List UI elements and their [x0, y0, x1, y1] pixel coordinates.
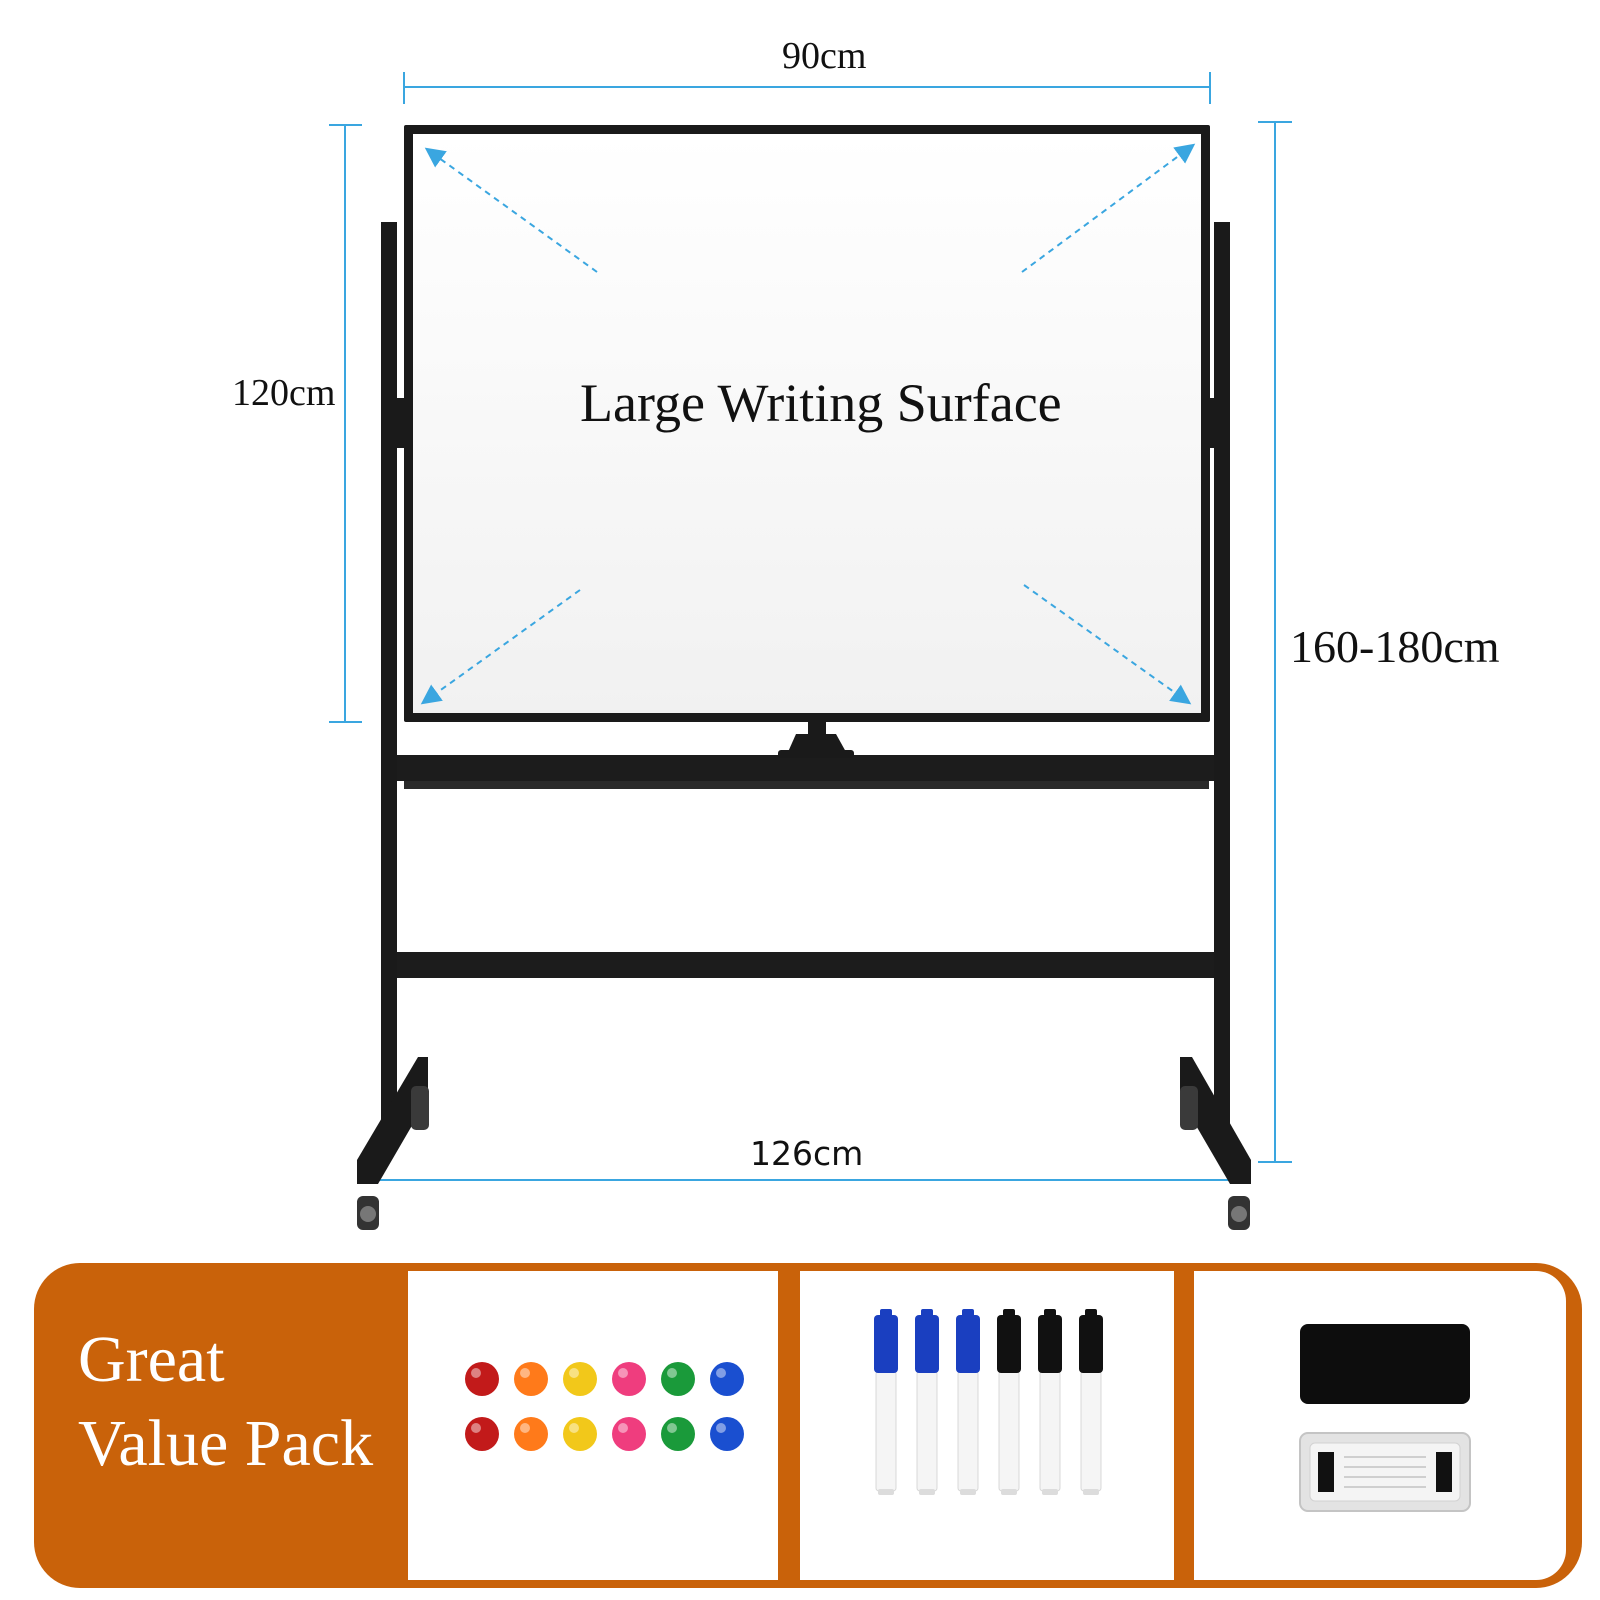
base-width-label: 126cm: [750, 1134, 864, 1173]
magnets-illustration: [465, 1362, 744, 1451]
marker-tray-bar: [397, 755, 1214, 781]
magnet-icon: [465, 1417, 499, 1451]
stand-height-label: 160-180cm: [1290, 621, 1500, 672]
magnet-icon: [710, 1417, 744, 1451]
magnet-icon: [612, 1417, 646, 1451]
value-pack-title-line2: Value Pack: [78, 1407, 374, 1480]
value-pack-title-line1: Great: [78, 1323, 225, 1396]
board-caption: Large Writing Surface: [580, 373, 1062, 433]
board-height-dimension-line: [329, 124, 362, 723]
felt-eraser-icon: [1300, 1324, 1470, 1404]
whiteboard-scene: [329, 72, 1292, 1230]
surface-arrows: [420, 143, 1196, 705]
magnet-icon: [612, 1362, 646, 1396]
magnet-icon: [661, 1362, 695, 1396]
marker-icon: [874, 1309, 898, 1495]
left-upright: [381, 222, 404, 1132]
marker-icon: [1079, 1309, 1103, 1495]
stand-height-dimension-line: [1258, 121, 1292, 1163]
width-label: 90cm: [782, 35, 867, 77]
left-foot: [357, 1057, 429, 1230]
magnet-icon: [465, 1362, 499, 1396]
erasers-illustration: [1299, 1324, 1471, 1512]
arrow-top-left: [424, 147, 598, 273]
magnet-icon: [563, 1362, 597, 1396]
magnet-icon: [563, 1417, 597, 1451]
marker-icon: [1038, 1309, 1062, 1495]
marker-icon: [915, 1309, 939, 1495]
lower-cross-bar: [397, 952, 1214, 978]
marker-icon: [997, 1309, 1021, 1495]
erasers-box: [1194, 1271, 1566, 1580]
right-upright: [1208, 222, 1230, 1132]
value-pack-title: Great Value Pack: [78, 1318, 398, 1486]
arrow-top-right: [1021, 143, 1196, 273]
marker-tray-lip: [404, 781, 1209, 789]
magnet-icon: [514, 1362, 548, 1396]
width-dimension-line: [403, 72, 1211, 104]
magnet-icon: [661, 1417, 695, 1451]
arrow-bottom-right: [1023, 584, 1192, 705]
magnet-icon: [710, 1362, 744, 1396]
marker-icon: [956, 1309, 980, 1495]
markers-illustration: [874, 1309, 1103, 1495]
board-height-label: 120cm: [232, 372, 336, 414]
right-foot: [1180, 1057, 1251, 1230]
magnetic-eraser-icon: [1299, 1432, 1471, 1512]
markers-box: [800, 1271, 1174, 1580]
pivot-knob: [778, 722, 854, 758]
magnets-box: [408, 1271, 778, 1580]
magnet-icon: [514, 1417, 548, 1451]
